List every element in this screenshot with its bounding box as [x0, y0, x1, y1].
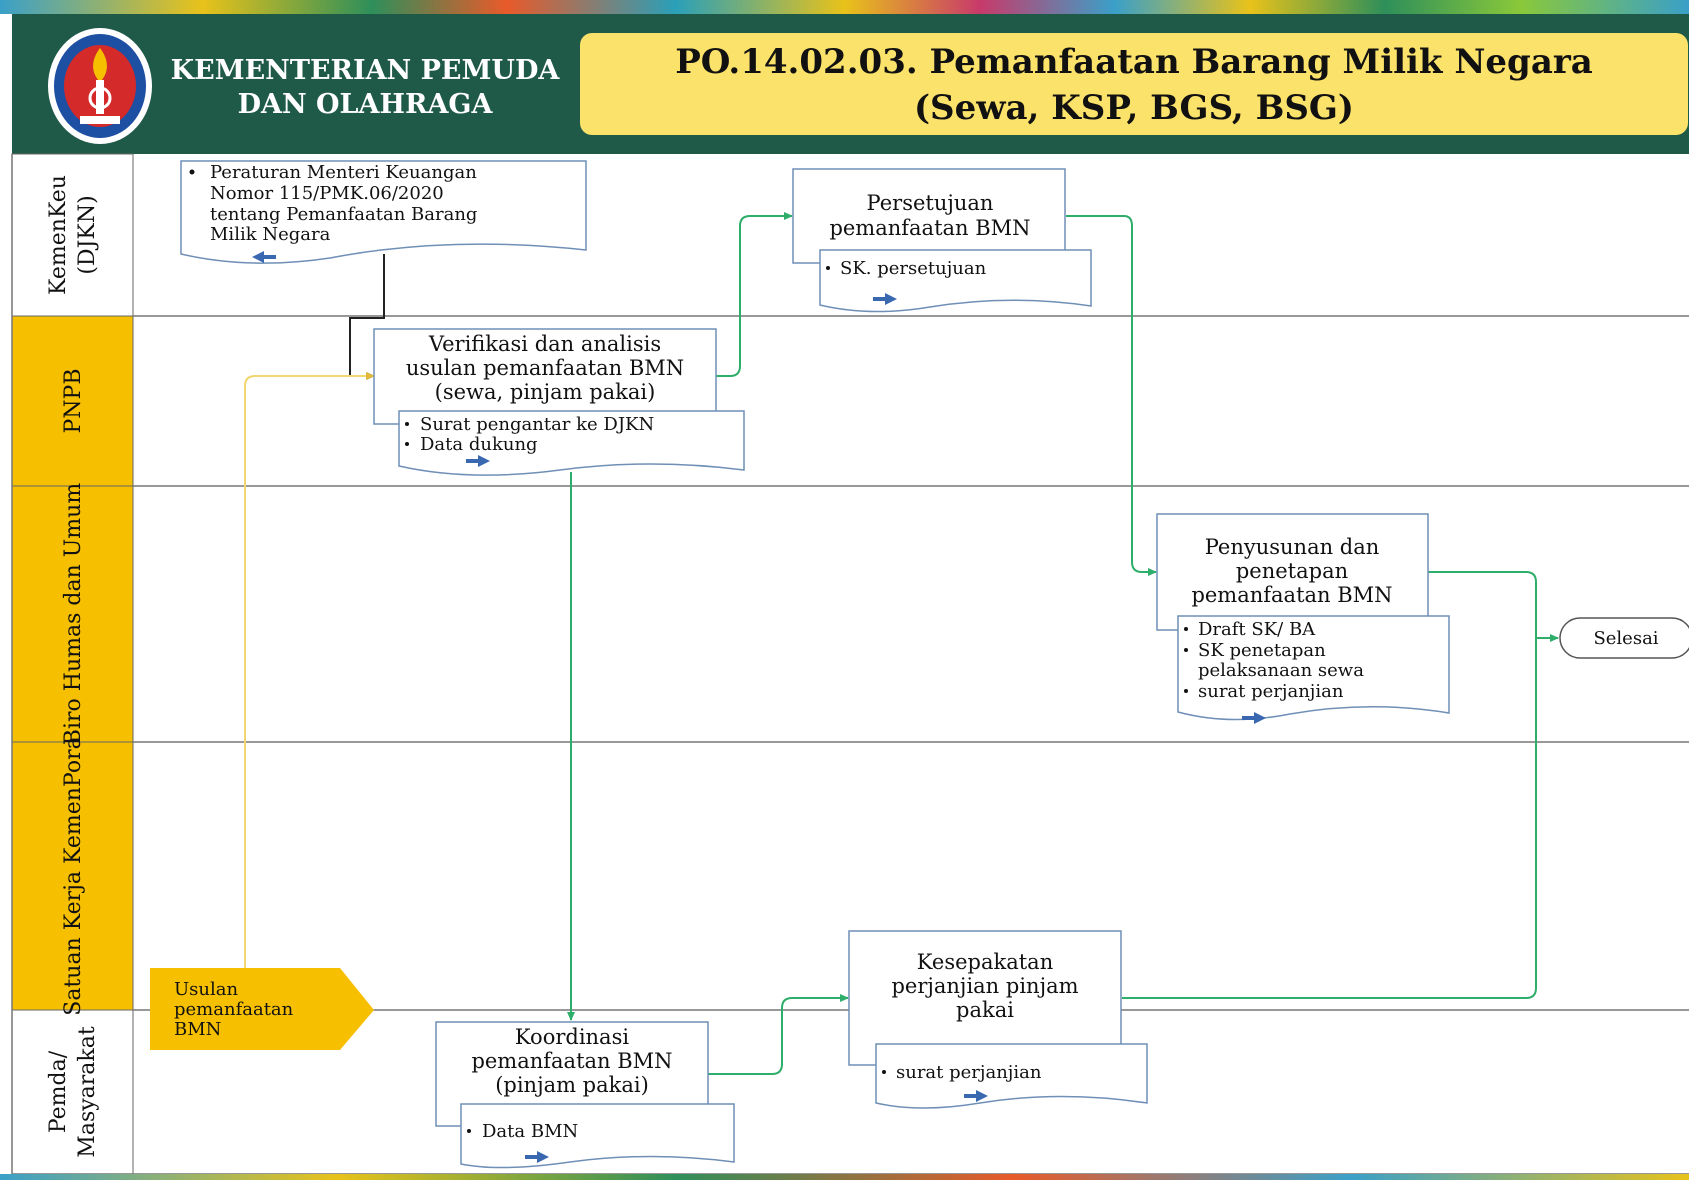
arrow-right-icon [873, 293, 897, 305]
persetujuan-line-2: pemanfaatan BMN [829, 216, 1030, 240]
lane-labels: KemenKeu (DJKN) PNPB Biro Humas dan Umum… [11, 153, 134, 1175]
process-verifikasi: Verifikasi dan analisis usulan pemanfaat… [373, 328, 745, 476]
regulation-line-4: Milik Negara [210, 224, 331, 245]
koordinasi-document [460, 1103, 735, 1169]
penyusunan-document [1177, 615, 1450, 721]
verifikasi-doc-item-2: Data dukung [420, 434, 538, 455]
lane-label-kemenkeu-line-1: KemenKeu [46, 175, 71, 295]
process-penyusunan: Penyusunan dan penetapan pemanfaatan BMN… [1156, 513, 1450, 724]
procedure-title-line-1: PO.14.02.03. Pemanfaatan Barang Milik Ne… [675, 42, 1593, 82]
koordinasi-line-1: Koordinasi [515, 1025, 629, 1049]
usulan-line-1: Usulan [174, 979, 238, 1000]
persetujuan-doc-item-1: SK. persetujuan [840, 258, 987, 279]
lane-header-kemenkeu [11, 153, 134, 317]
regulation-line-2: Nomor 115/PMK.06/2020 [210, 183, 444, 204]
bottom-color-strip [0, 1174, 1689, 1180]
lane-label-satuan-kerja: Satuan Kerja KemenPora [61, 736, 86, 1016]
connector-koordinasi-to-kesepakatan [708, 994, 849, 1075]
regulation-line-1: Peraturan Menteri Keuangan [210, 162, 477, 183]
process-koordinasi: Koordinasi pemanfaatan BMN (pinjam pakai… [435, 1021, 735, 1169]
penyusunan-line-1: Penyusunan dan [1205, 535, 1380, 559]
arrow-left-icon [252, 251, 276, 263]
connector-persetujuan-to-penyusunan [1066, 215, 1157, 576]
lane-header-biro-humas [11, 485, 134, 743]
kesepakatan-doc-item-1: surat perjanjian [896, 1062, 1042, 1083]
organization-name: KEMENTERIAN PEMUDA DAN OLAHRAGA [170, 54, 560, 122]
verifikasi-line-3: (sewa, pinjam pakai) [435, 380, 656, 404]
lane-label-kemenkeu-line-2: (DJKN) [75, 195, 100, 274]
process-kesepakatan: Kesepakatan perjanjian pinjam pakai sura… [848, 930, 1148, 1109]
procedure-title-box: PO.14.02.03. Pemanfaatan Barang Milik Ne… [580, 33, 1688, 135]
header-bar: KEMENTERIAN PEMUDA DAN OLAHRAGA PO.14.02… [12, 14, 1689, 154]
lane-label-pemda-line-2: Masyarakat [75, 1026, 100, 1158]
regulation-document: Peraturan Menteri Keuangan Nomor 115/PMK… [180, 160, 587, 264]
process-persetujuan: Persetujuan pemanfaatan BMN SK. persetuj… [792, 168, 1092, 313]
lane-header-satuan-kerja [11, 741, 134, 1011]
kemenpora-logo [48, 28, 152, 144]
lane-header-pnpb [11, 315, 134, 487]
org-name-line-1: KEMENTERIAN PEMUDA [170, 55, 560, 86]
kesepakatan-line-3: pakai [956, 998, 1014, 1022]
usulan-line-2: pemanfaatan [174, 999, 294, 1020]
connector-verifikasi-to-persetujuan [716, 212, 793, 377]
usulan-line-3: BMN [174, 1019, 221, 1040]
connector-penyusunan-kesepakatan-merge [1122, 571, 1537, 999]
arrow-right-icon [964, 1090, 988, 1102]
kesepakatan-document [875, 1043, 1148, 1109]
arrow-right-icon [525, 1151, 549, 1163]
penyusunan-line-3: pemanfaatan BMN [1191, 583, 1392, 607]
org-name-line-2: DAN OLAHRAGA [237, 89, 493, 120]
top-color-strip [0, 0, 1689, 14]
kesepakatan-line-2: perjanjian pinjam [891, 974, 1078, 998]
end-terminator: Selesai [1559, 617, 1689, 659]
arrow-right-icon [1242, 712, 1266, 724]
regulation-line-3: tentang Pemanfaatan Barang [210, 204, 477, 225]
koordinasi-line-2: pemanfaatan BMN [471, 1049, 672, 1073]
connector-usulan-to-verifikasi [244, 372, 375, 968]
selesai-label: Selesai [1593, 628, 1658, 649]
lane-label-biro-humas: Biro Humas dan Umum [61, 483, 86, 746]
penyusunan-doc-item-4: surat perjanjian [1198, 681, 1344, 702]
persetujuan-line-1: Persetujuan [867, 191, 994, 215]
penyusunan-doc-item-1: Draft SK/ BA [1198, 619, 1316, 640]
koordinasi-doc-item-1: Data BMN [482, 1121, 578, 1142]
start-shape-usulan: Usulan pemanfaatan BMN [150, 968, 374, 1050]
penyusunan-doc-item-2: SK penetapan [1198, 640, 1326, 661]
lane-header-pemda [11, 1009, 134, 1175]
verifikasi-line-2: usulan pemanfaatan BMN [406, 356, 684, 380]
connectors [244, 212, 1559, 1075]
lane-label-pemda-line-1: Pemda/ [46, 1050, 71, 1133]
penyusunan-line-2: penetapan [1236, 559, 1348, 583]
arrow-right-icon [466, 455, 490, 467]
verifikasi-line-1: Verifikasi dan analisis [428, 332, 661, 356]
lane-label-pnpb: PNPB [61, 368, 86, 433]
koordinasi-line-3: (pinjam pakai) [495, 1073, 649, 1097]
procedure-title-line-2: (Sewa, KSP, BGS, BSG) [913, 88, 1355, 128]
kesepakatan-line-1: Kesepakatan [917, 950, 1053, 974]
penyusunan-doc-item-3: pelaksanaan sewa [1198, 660, 1364, 681]
verifikasi-doc-item-1: Surat pengantar ke DJKN [420, 414, 654, 435]
